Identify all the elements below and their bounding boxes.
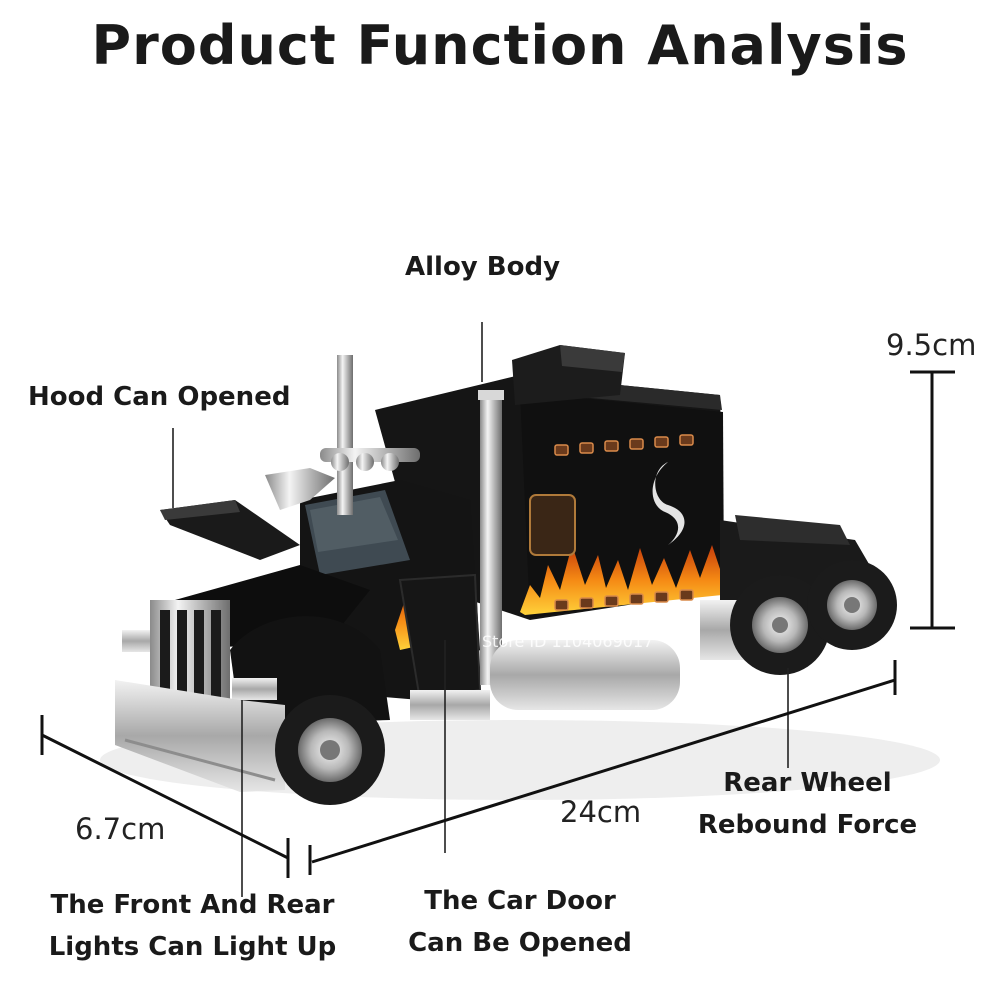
width-dimension-line [40, 715, 290, 878]
alloy-body-label: Alloy Body [405, 252, 561, 282]
page-title: Product Function Analysis [91, 14, 909, 77]
headlight-right [232, 678, 277, 700]
door-label: The Car Door Can Be Opened [400, 880, 640, 964]
sleeper-cab [375, 345, 725, 620]
truck-badge [529, 494, 576, 556]
hood-label: Hood Can Opened [28, 382, 291, 412]
rear-wheel-label-line2: Rebound Force [697, 810, 918, 840]
flame-decal [520, 545, 722, 615]
rear-wheel-1 [730, 575, 830, 675]
rear-wheel-2 [807, 560, 897, 650]
headlight-left [122, 630, 150, 652]
length-dimension-label: 24cm [560, 795, 642, 829]
rear-wheel-label-line1: Rear Wheel [723, 768, 892, 798]
height-dimension-label: 9.5cm [886, 328, 977, 362]
width-dimension-label: 6.7cm [75, 812, 166, 846]
marker-lights [554, 434, 694, 611]
length-dimension-line [308, 660, 897, 875]
store-watermark: Store ID 1104069017 [482, 632, 654, 651]
lights-label-line1: The Front And Rear [50, 890, 335, 920]
fuel-tank [410, 640, 680, 720]
rear-wheel-label: Rear Wheel Rebound Force [690, 762, 925, 846]
door-label-line2: Can Be Opened [408, 928, 632, 958]
exhaust-stacks [337, 355, 504, 685]
callout-lines [172, 322, 789, 897]
front-cab [160, 468, 482, 725]
door-label-line1: The Car Door [424, 886, 616, 916]
air-horns [320, 448, 420, 471]
lights-label-line2: Lights Can Light Up [48, 932, 337, 962]
lights-label: The Front And Rear Lights Can Light Up [40, 884, 345, 968]
height-dimension-line [910, 370, 955, 630]
dragon-emblem [652, 462, 685, 545]
front-wheel [275, 695, 385, 805]
